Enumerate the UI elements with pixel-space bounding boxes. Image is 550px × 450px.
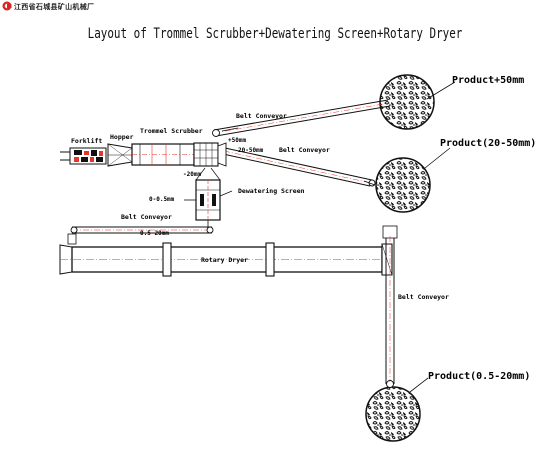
belt-conveyor-dryer-feed <box>67 226 214 245</box>
leader-line <box>424 147 451 169</box>
rotary-dryer <box>59 242 393 277</box>
label-plus50mm: +50mm <box>228 137 246 144</box>
label-belt-conveyor-top: Belt Conveyor <box>236 112 287 120</box>
label-hopper: Hopper <box>110 133 134 141</box>
label-product-05-20mm: Product(0.5-20mm) <box>428 371 530 382</box>
label-05-20mm: 0.5-20mm <box>140 230 169 237</box>
label-dewatering-screen: Dewatering Screen <box>238 187 305 195</box>
diagram-title: Layout of Trommel Scrubber+Dewatering Sc… <box>87 26 463 42</box>
belt-conveyor-vertical <box>382 225 398 388</box>
label-forklift: Forklift <box>71 137 102 145</box>
product-pile-50mm <box>379 74 435 130</box>
leader-line <box>409 377 429 393</box>
company-name: 江西省石城县矿山机械厂 <box>14 3 95 11</box>
label-product-50mm: Product+50mm <box>452 75 524 86</box>
product-pile-05-20mm <box>365 386 421 442</box>
leader-line <box>426 81 456 100</box>
belt-conveyor-plus50 <box>212 99 391 137</box>
product-pile-20-50mm <box>375 157 431 213</box>
trommel-scrubber <box>131 142 227 167</box>
belt-conveyor-20-50 <box>222 147 376 187</box>
label-20-50mm: 20-50mm <box>238 147 264 154</box>
label-minus20mm: -20mm <box>183 171 201 178</box>
label-belt-conveyor-vertical: Belt Conveyor <box>398 293 449 301</box>
dewatering-screen <box>184 167 233 228</box>
company-logo-icon <box>2 1 12 11</box>
label-trommel-scrubber: Trommel Scrubber <box>140 127 203 135</box>
forklift <box>60 147 107 165</box>
label-rotary-dryer: Rotary Dryer <box>201 256 248 264</box>
label-0-05mm: 0-0.5mm <box>149 196 175 203</box>
label-belt-conveyor-feed: Belt Conveyor <box>121 213 172 221</box>
label-product-20-50mm: Product(20-50mm) <box>440 138 536 149</box>
hopper <box>107 143 133 167</box>
label-belt-conveyor-mid: Belt Conveyor <box>279 146 330 154</box>
